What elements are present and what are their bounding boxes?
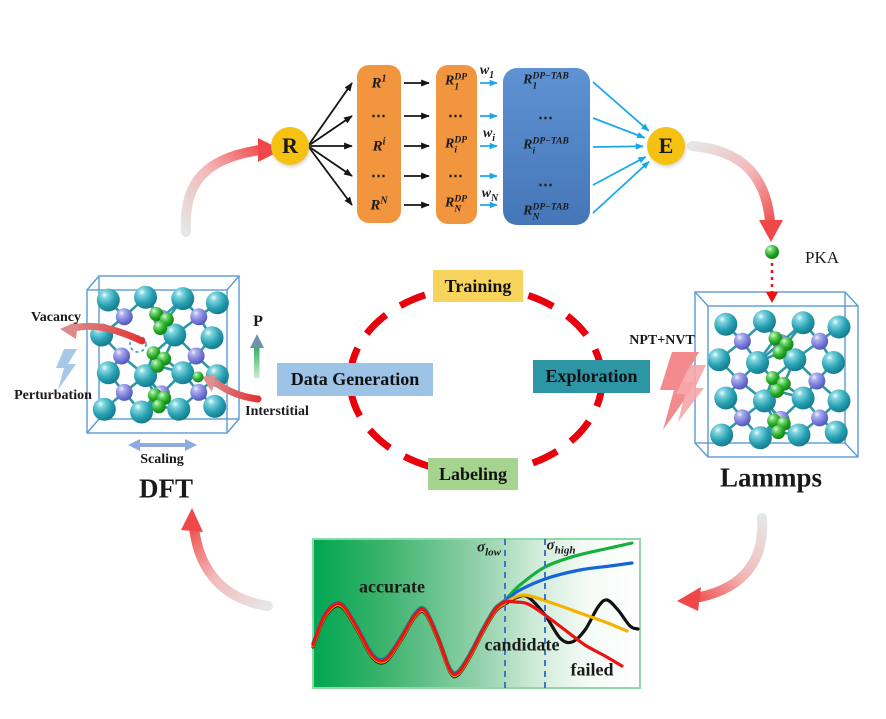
interstitial-arrow: [212, 379, 262, 403]
label-dots: ⋯: [538, 177, 554, 194]
label-perturbation: Perturbation: [14, 388, 92, 403]
interstitial-arrow-head: [202, 374, 216, 392]
pka-atom: [765, 245, 779, 259]
label-wi: wi: [482, 126, 496, 144]
arrow-to-r-head: [258, 138, 282, 162]
label-ri: Ri: [372, 136, 386, 155]
vacancy-arrow: [70, 322, 146, 345]
loop-step-data-generation: Data Generation: [277, 363, 433, 396]
descriptor-column-2: [436, 65, 477, 224]
label-wn: wN: [481, 186, 499, 204]
lammps-structure: [707, 309, 851, 450]
arrow-plot-to-dft: [189, 523, 273, 611]
scaling-arrow-right-head: [185, 439, 197, 451]
descriptor-column-3: [503, 68, 590, 225]
node-r: R: [271, 127, 309, 165]
dft-title: DFT: [139, 473, 193, 504]
label-dots: ⋯: [371, 108, 387, 125]
label-w1: w1: [479, 63, 495, 81]
label-sigma-low: σlow: [477, 539, 501, 559]
arrow-to-r: [180, 145, 265, 237]
label-dots: ⋯: [538, 110, 554, 127]
loop-step-labeling: Labeling: [428, 458, 518, 490]
label-interstitial: Interstitial: [245, 404, 309, 419]
label-vacancy: Vacancy: [30, 310, 82, 325]
network-connections: [307, 79, 650, 214]
scaling-arrow-left-head: [128, 439, 140, 451]
perturbation-bolt-icon: [56, 349, 77, 390]
descriptor-column-1: [357, 65, 401, 223]
pka-dotted-arrow-head: [766, 292, 778, 303]
label-r1: R1: [371, 73, 387, 92]
label-accurate: accurate: [359, 576, 425, 597]
pressure-arrow-shaft: [254, 347, 260, 378]
label-scaling: Scaling: [140, 452, 184, 467]
arrow-e-to-pka: [687, 141, 775, 227]
arrow-plot-to-dft-head: [181, 508, 203, 532]
loop-step-training: Training: [433, 270, 523, 302]
exploration-bolt-icon-2: [676, 365, 706, 422]
arrow-lammps-to-plot: [695, 513, 768, 602]
node-e: E: [647, 127, 685, 165]
dft-structure: [90, 285, 229, 424]
loop-step-exploration: Exploration: [533, 360, 650, 393]
label-rn: RN: [370, 195, 388, 214]
arrow-lammps-to-plot-head: [677, 587, 701, 611]
lammps-title: Lammps: [719, 462, 823, 493]
label-pressure: P: [253, 313, 263, 330]
dft-cell-wireframe: [86, 275, 240, 434]
label-dots: ⋯: [371, 168, 387, 185]
pressure-arrow-head: [250, 334, 264, 348]
plot-curves: [311, 541, 640, 679]
label-candidate: candidate: [484, 634, 560, 655]
vacancy-arrow-head: [60, 321, 78, 339]
arrow-e-to-pka-head: [759, 220, 783, 242]
label-dots: ⋯: [448, 168, 464, 185]
interstitial-atom: [192, 371, 204, 383]
label-dots: ⋯: [448, 108, 464, 125]
label-failed: failed: [570, 659, 614, 680]
label-pka: PKA: [804, 248, 840, 267]
label-npt-nvt: NPT+NVT: [629, 333, 695, 348]
label-sigma-high: σhigh: [546, 537, 576, 557]
